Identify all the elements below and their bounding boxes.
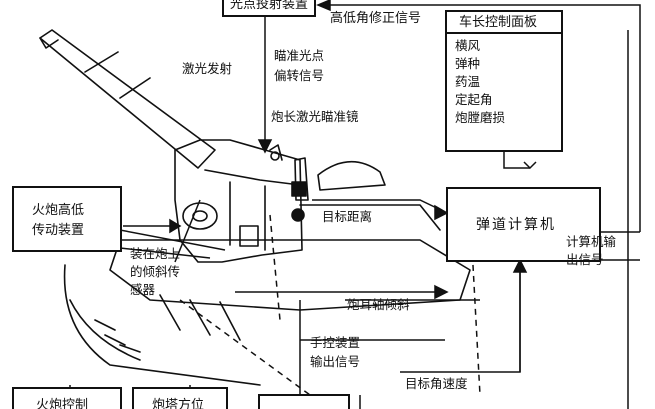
- trunnion-tilt-label: 炮耳轴倾斜: [347, 297, 410, 312]
- elevation-drive-box: 火炮高低 传动装置: [12, 186, 122, 252]
- panel-item: 炮膛磨损: [455, 110, 506, 125]
- computer-output-line1: 计算机输: [566, 234, 617, 249]
- elevation-drive-line2: 传动装置: [32, 223, 85, 238]
- panel-item: 弹种: [455, 56, 481, 71]
- ballistic-computer-box: 弹道计算机: [446, 187, 601, 262]
- panel-item: 药温: [455, 74, 481, 89]
- hull-outline: [109, 239, 471, 311]
- tilt-sensor-line3: 感器: [130, 282, 156, 297]
- commander-panel-title: 车长控制面板: [459, 15, 538, 30]
- elevation-drive-line1: 火炮高低: [32, 203, 85, 218]
- cupola: [317, 160, 386, 191]
- target-angular-speed-label: 目标角速度: [405, 376, 468, 391]
- elevation-correction-label: 高低角修正信号: [330, 11, 422, 26]
- ballistic-computer-label: 弹道计算机: [476, 217, 556, 233]
- aim-spot-deflection-line2: 偏转信号: [274, 68, 325, 83]
- spot-deflector-label: 光点投射装置: [230, 0, 309, 12]
- track-outline: [63, 264, 261, 386]
- commander-panel-box: 车长控制面板 横风 弹种 药温 定起角 炮膛磨损: [445, 10, 563, 152]
- turret-azimuth-label: 炮塔方位: [152, 398, 205, 409]
- turret-azimuth-box: 炮塔方位: [132, 387, 228, 409]
- spot-deflector-box: 光点投射装置: [222, 0, 316, 17]
- laser-fire-label: 激光发射: [182, 61, 233, 76]
- computer-output-line2: 出信号: [566, 252, 604, 267]
- gun-barrel: [39, 29, 216, 169]
- panel-item: 定起角: [455, 92, 493, 107]
- fire-control-label: 火炮控制: [36, 398, 89, 409]
- tilt-sensor-line1: 装在炮上: [130, 246, 181, 261]
- bottom-box: [258, 394, 350, 409]
- aim-spot-deflection-line1: 瞄准光点: [274, 48, 325, 63]
- fire-control-box: 火炮控制: [12, 387, 122, 409]
- manual-output-line1: 手控装置: [310, 335, 361, 350]
- laser-sight-label: 炮长激光瞄准镜: [271, 109, 359, 124]
- tilt-sensor-line2: 的倾斜传: [130, 264, 181, 279]
- turret-outline: [174, 139, 303, 263]
- target-range-label: 目标距离: [322, 209, 373, 224]
- commander-panel-items: 横风 弹种 药温 定起角 炮膛磨损: [455, 37, 505, 127]
- panel-item: 横风: [455, 38, 481, 53]
- manual-output-line2: 输出信号: [310, 354, 361, 369]
